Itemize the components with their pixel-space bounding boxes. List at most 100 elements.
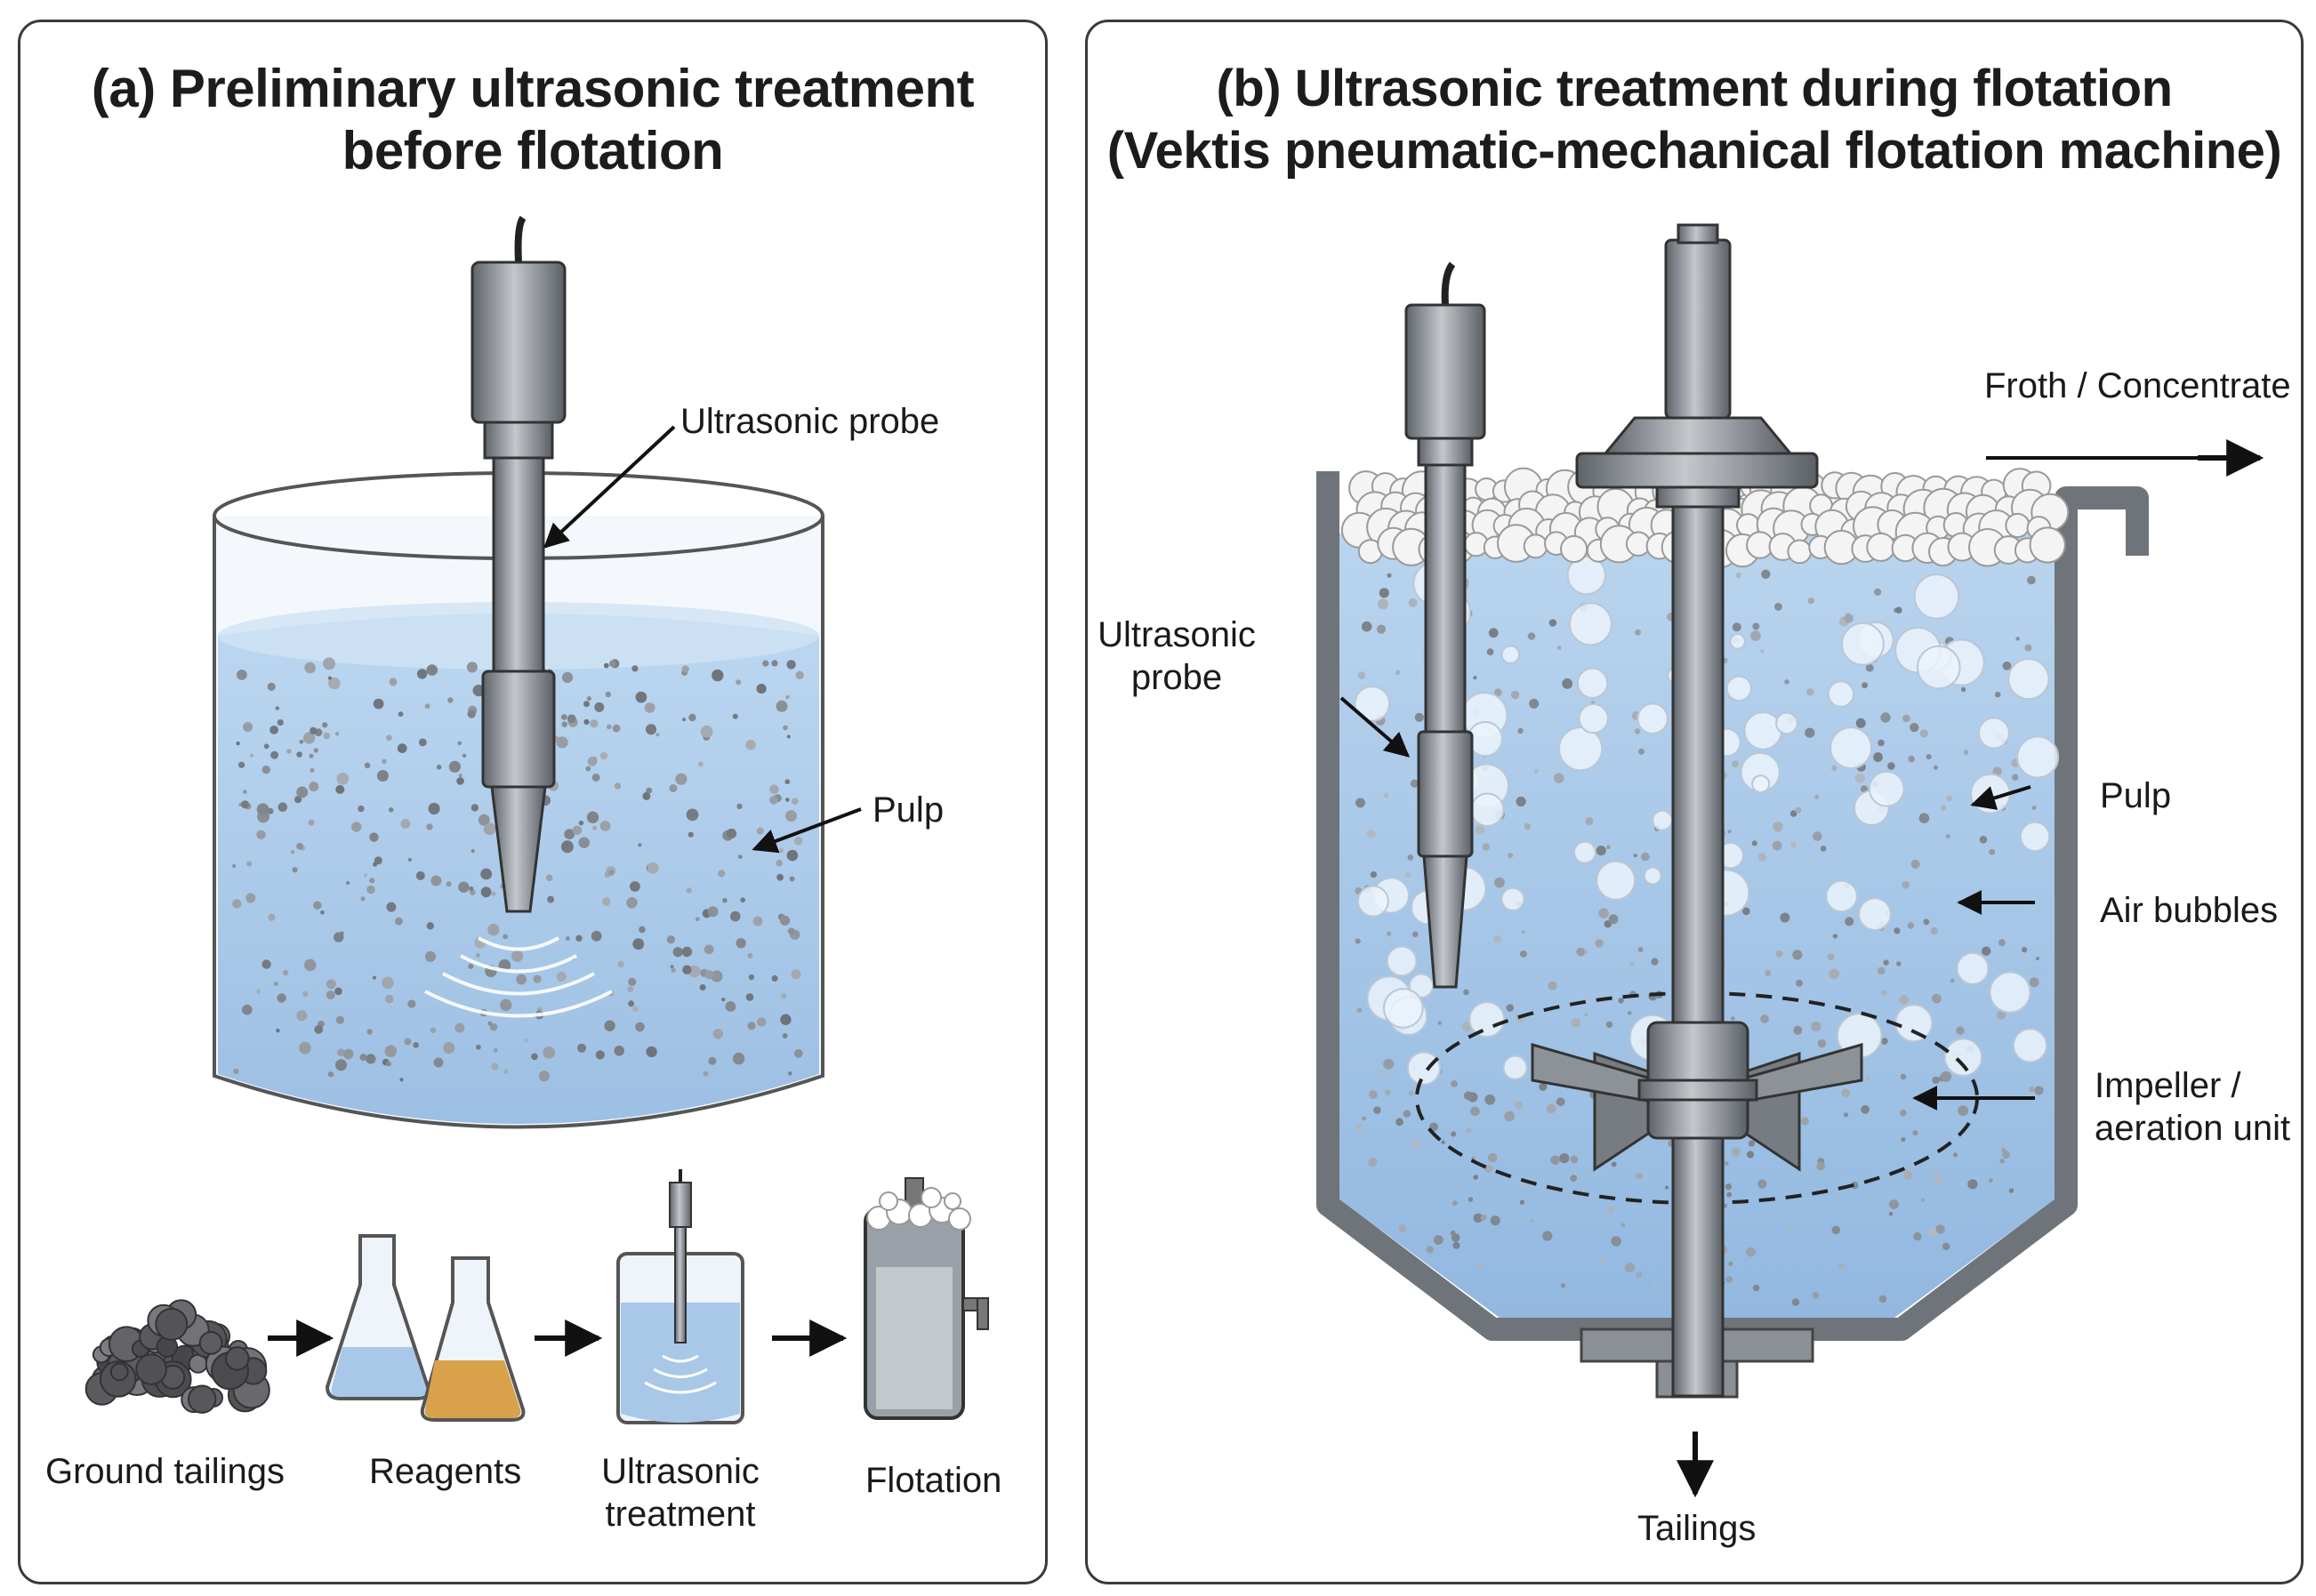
particle: [639, 926, 646, 934]
particle: [1930, 926, 1938, 935]
particle: [2002, 662, 2012, 670]
particle: [1727, 830, 1732, 834]
particle: [703, 1071, 709, 1077]
particle: [296, 751, 302, 758]
particle: [359, 1054, 367, 1062]
particle: [351, 822, 362, 832]
particle: [232, 864, 237, 868]
particle: [730, 910, 741, 922]
particle: [1761, 569, 1771, 579]
particle: [1880, 712, 1891, 723]
particle: [1355, 1123, 1363, 1130]
particle: [789, 876, 795, 882]
air-bubble: [2016, 735, 2060, 779]
particle: [308, 819, 315, 826]
particle: [1452, 1200, 1458, 1206]
particle: [1742, 907, 1750, 916]
particle: [1488, 628, 1499, 638]
particle: [1634, 728, 1641, 734]
particle: [575, 934, 583, 942]
step-flotation: Flotation: [865, 1461, 1002, 1500]
particle: [1726, 1191, 1733, 1198]
particle: [1731, 1016, 1735, 1021]
particle: [1960, 686, 1966, 693]
particle: [337, 1048, 345, 1056]
air-bubble: [1917, 645, 1961, 690]
particle: [712, 1029, 724, 1039]
particle: [732, 1052, 745, 1065]
particle: [1896, 961, 1902, 966]
particle: [433, 1057, 444, 1068]
particle: [586, 696, 591, 702]
particle: [470, 848, 475, 854]
pulp-callout-arrow: [1970, 785, 2031, 810]
particle: [565, 936, 570, 942]
particle: [666, 935, 676, 944]
particle: [1539, 1082, 1548, 1091]
particle: [670, 965, 674, 969]
particle: [388, 807, 394, 813]
particle: [310, 726, 318, 734]
particle: [586, 811, 599, 823]
particle: [1979, 836, 1988, 844]
particle: [1732, 622, 1741, 632]
air-bubble: [1354, 686, 1391, 722]
particle: [267, 682, 276, 691]
particle: [277, 993, 286, 1003]
particle: [415, 870, 425, 880]
particle: [1368, 1158, 1378, 1167]
particle: [1995, 691, 2001, 698]
particle: [635, 1022, 645, 1032]
particle: [1820, 846, 1827, 852]
particle: [647, 862, 659, 874]
particle: [1377, 598, 1388, 610]
particle: [561, 714, 567, 720]
particle: [1881, 990, 1887, 996]
air-bubble: [1751, 774, 1771, 794]
particle: [655, 733, 660, 737]
particle: [1831, 1225, 1841, 1235]
particle: [478, 814, 490, 826]
particle: [1910, 859, 1920, 870]
particle: [313, 901, 322, 910]
particle: [448, 760, 461, 773]
particle: [424, 950, 437, 962]
particle: [336, 772, 350, 785]
air-bubble: [1356, 885, 1389, 918]
particle: [632, 938, 645, 950]
particle: [594, 702, 605, 712]
particle: [1633, 854, 1637, 858]
particle: [686, 887, 692, 894]
air-bubble: [1566, 555, 1606, 596]
particle: [606, 724, 612, 730]
particle: [1881, 1038, 1888, 1045]
particle: [672, 947, 683, 958]
flotation-icon: [864, 1177, 989, 1420]
particle: [1665, 1185, 1669, 1190]
particle: [1521, 930, 1525, 934]
particle: [1556, 646, 1562, 650]
particle: [2021, 946, 2028, 953]
particle: [583, 718, 590, 726]
particle: [277, 802, 288, 813]
particle: [776, 873, 784, 881]
particle: [1861, 1104, 1870, 1114]
particle: [342, 1048, 354, 1060]
particle: [1950, 978, 1955, 983]
particle: [671, 967, 676, 973]
panel-a-title-line1: (a) Preliminary ultrasonic treatment: [91, 59, 975, 118]
particle: [1517, 727, 1524, 734]
particle: [577, 1043, 586, 1053]
air-bubble: [1943, 1038, 1983, 1077]
particle: [372, 975, 377, 980]
particle: [236, 741, 240, 746]
particle: [1451, 1080, 1458, 1087]
particle: [1559, 1153, 1570, 1164]
particle: [243, 722, 253, 733]
air-bubble: [1468, 1001, 1506, 1039]
particle: [1484, 1094, 1496, 1105]
particle: [769, 796, 778, 805]
air-bubble: [1743, 711, 1783, 750]
particle: [407, 857, 412, 862]
particle: [1380, 1069, 1387, 1075]
